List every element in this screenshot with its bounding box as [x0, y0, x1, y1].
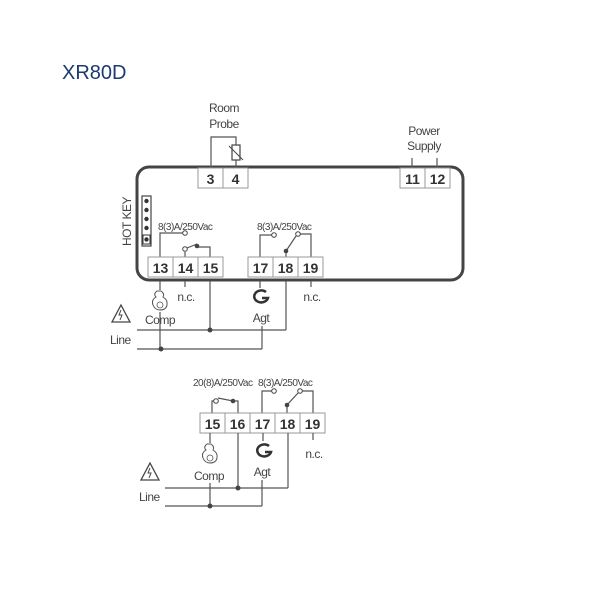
power-supply-label-1: Power — [408, 124, 440, 138]
terminal-19: 19 — [299, 412, 326, 434]
terminal-17: 17 — [249, 412, 276, 434]
svg-text:18: 18 — [280, 416, 296, 432]
agitator-fan-icon — [256, 443, 273, 458]
svg-text:4: 4 — [232, 171, 240, 187]
svg-text:19: 19 — [303, 260, 319, 276]
alternative-wiring-diagram: 20(8)A/250Vac 8(3)A/250Vac 15 16 17 18 1… — [139, 378, 326, 509]
relay1-rating-2: 20(8)A/250Vac — [193, 378, 253, 389]
terminal-11: 11 — [399, 167, 426, 189]
room-probe-label-1: Room — [209, 101, 240, 115]
agt-label-2: Agt — [254, 465, 272, 479]
terminal-18: 18 — [272, 256, 299, 278]
terminal-18: 18 — [274, 412, 301, 434]
compressor-icon — [151, 290, 168, 311]
terminal-16: 16 — [224, 412, 251, 434]
model-title: XR80D — [62, 62, 127, 84]
relay2-rating: 8(3)A/250Vac — [257, 222, 312, 233]
nc-label-19-2: n.c. — [305, 447, 323, 461]
svg-text:15: 15 — [205, 416, 221, 432]
power-supply-label-2: Supply — [407, 139, 441, 153]
agt-label: Agt — [253, 311, 271, 325]
svg-text:11: 11 — [405, 171, 420, 187]
terminal-4: 4 — [222, 167, 249, 189]
svg-text:14: 14 — [178, 260, 194, 276]
svg-text:15: 15 — [203, 260, 219, 276]
terminal-14: 14 — [172, 256, 199, 278]
svg-text:17: 17 — [253, 260, 269, 276]
svg-text:13: 13 — [153, 260, 169, 276]
svg-text:19: 19 — [305, 416, 321, 432]
agitator-fan-icon — [253, 289, 270, 304]
svg-text:18: 18 — [278, 260, 294, 276]
warning-triangle-icon — [110, 303, 132, 323]
compressor-icon — [201, 443, 218, 464]
svg-text:17: 17 — [255, 416, 271, 432]
hot-key-connector-icon — [141, 195, 152, 247]
probe-resistor-icon — [228, 144, 244, 161]
room-probe-label-2: Probe — [209, 117, 239, 131]
nc-label-19: n.c. — [303, 290, 321, 304]
main-wiring-diagram: Room Probe Power Supply 3 4 11 12 HOT KE… — [110, 101, 465, 352]
hot-key-label: HOT KEY — [120, 197, 134, 246]
comp-label: Comp — [145, 313, 176, 327]
terminal-19: 19 — [297, 256, 324, 278]
relay2-rating-2: 8(3)A/250Vac — [258, 378, 313, 389]
line-label-2: Line — [139, 490, 161, 504]
terminal-13: 13 — [147, 256, 174, 278]
controller-body — [135, 165, 465, 282]
nc-label-14: n.c. — [177, 290, 195, 304]
warning-triangle-icon — [139, 461, 161, 481]
terminal-3: 3 — [197, 167, 224, 189]
terminal-17: 17 — [247, 256, 274, 278]
svg-text:12: 12 — [430, 171, 446, 187]
comp-label-2: Comp — [194, 469, 225, 483]
svg-text:16: 16 — [230, 416, 246, 432]
svg-text:3: 3 — [207, 171, 215, 187]
terminal-15: 15 — [199, 412, 226, 434]
relay1-rating: 8(3)A/250Vac — [158, 222, 213, 233]
terminal-15: 15 — [197, 256, 224, 278]
line-label: Line — [110, 333, 132, 347]
terminal-12: 12 — [424, 167, 451, 189]
